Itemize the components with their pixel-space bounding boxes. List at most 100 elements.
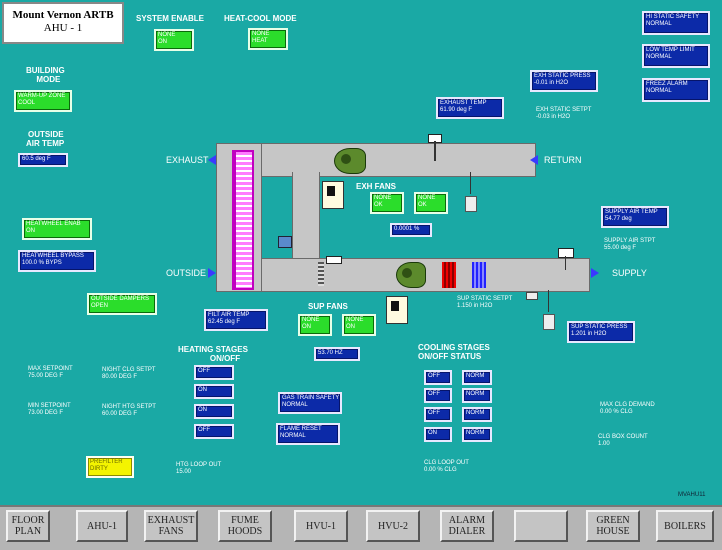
cooling-stage-4-onoff[interactable]: ON [424, 427, 452, 442]
return-sensor-line [470, 172, 471, 194]
filter-icon [318, 262, 324, 286]
supply-fan-vfd-screen [391, 301, 399, 311]
page-id: MVAHU11 [678, 492, 706, 498]
heatwheel-enable-button[interactable]: HEATWHEEL ENAB ON [22, 218, 92, 240]
htg-loop-out-value: HTG LOOP OUT 15.00 [176, 462, 222, 475]
heat-cool-mode-label: HEAT-COOL MODE [224, 14, 297, 23]
supply-fan-hub [402, 268, 412, 278]
night-htg-setpoint-value: NIGHT HTG SETPT 60.00 DEG F [102, 404, 156, 417]
exhaust-temp-value: EXHAUST TEMP 61.90 deg F [436, 97, 504, 119]
nav-blank[interactable] [514, 510, 568, 542]
sup-fan-frequency-value: 53.70 HZ [314, 347, 360, 361]
min-setpoint-value: MIN SETPOINT 73.00 DEG F [28, 403, 71, 416]
exh-fan-speed-value: 0.0001 % [390, 223, 432, 237]
exhaust-fan-hub [341, 154, 351, 164]
supply-arrow-icon [591, 268, 599, 278]
filter-temp-value: FILT AIR TEMP 62.45 deg F [204, 309, 268, 331]
flame-reset-value[interactable]: FLAME RESET NORMAL [276, 423, 340, 445]
sup-fan-1-button[interactable]: NONE ON [298, 314, 332, 336]
heating-stage-3[interactable]: ON [194, 404, 234, 419]
cooling-stage-1-status: NORM [462, 370, 492, 385]
exhaust-fan-vfd-screen [327, 186, 335, 196]
max-clg-demand-value: MAX CLG DEMAND 0.00 % CLG [600, 402, 655, 415]
nav-hvu-2[interactable]: HVU-2 [366, 510, 420, 542]
hi-static-safety-value: HI STATIC SAFETY NORMAL [642, 11, 710, 35]
exh-static-setpoint-value: EXH STATIC SETPT -0.03 in H2O [536, 107, 592, 120]
cooling-stage-2-onoff[interactable]: OFF [424, 388, 452, 403]
supply-air-setpoint-value: SUPPLY AIR STPT 55.00 deg F [604, 238, 656, 251]
cooling-stages-label: COOLING STAGES ON/OFF STATUS [418, 343, 490, 361]
gas-train-safety-value: GAS TRAIN SAFETY NORMAL [278, 392, 342, 414]
system-enable-button[interactable]: NONE ON [154, 29, 194, 51]
building-mode-label-2: MODE [36, 75, 61, 84]
building-mode-label-1: BUILDING [26, 66, 65, 75]
sup-static-press-value: SUP STATIC PRESS 1.201 in H2O [567, 321, 635, 343]
app-title: Mount Vernon ARTB [12, 9, 114, 21]
nav-exhaust-fans[interactable]: EXHAUST FANS [144, 510, 198, 542]
exh-fan-2-button[interactable]: NONE OK [414, 192, 448, 214]
cooling-stage-1-onoff[interactable]: OFF [424, 370, 452, 385]
exh-fans-label: EXH FANS [356, 182, 397, 191]
outside-air-label-1: OUTSIDE [28, 130, 64, 139]
outside-dampers-button[interactable]: OUTSIDE DAMPERS OPEN [87, 293, 157, 315]
nav-alarm-dialer[interactable]: ALARM DIALER [440, 510, 494, 542]
supply-temp-sensor-icon [558, 248, 574, 258]
outside-air-label-2: AIR TEMP [26, 139, 65, 148]
exhaust-label: EXHAUST [166, 155, 209, 165]
nav-hvu-1[interactable]: HVU-1 [294, 510, 348, 542]
exh-static-press-value: EXH STATIC PRESS -0.01 in H2O [530, 70, 598, 92]
freeze-alarm-value: FREEZ ALARM NORMAL [642, 78, 710, 102]
supply-sensor-box [543, 314, 555, 330]
cooling-stage-4-status: NORM [462, 427, 492, 442]
supply-label: SUPPLY [612, 268, 647, 278]
outside-air-temp-value: 60.5 deg F [18, 153, 68, 167]
nav-ahu-1[interactable]: AHU-1 [76, 510, 128, 542]
prefilter-status: PREFILTER DIRTY [86, 456, 134, 478]
cooling-stage-3-onoff[interactable]: OFF [424, 407, 452, 422]
building-mode-label: BUILDING MODE [26, 66, 65, 84]
cooling-stage-2-status: NORM [462, 388, 492, 403]
sup-fans-label: SUP FANS [308, 302, 348, 311]
low-temp-limit-value: LOW TEMP LIMIT NORMAL [642, 44, 710, 68]
return-sensor-box [465, 196, 477, 212]
max-setpoint-value: MAX SETPOINT 75.00 DEG F [28, 366, 73, 379]
supply-fan-icon [396, 262, 426, 288]
heatwheel-bypass-value[interactable]: HEATWHEEL BYPASS 100.0 % BYPS [18, 250, 96, 272]
sup-fan-2-button[interactable]: NONE ON [342, 314, 376, 336]
supply-static-sensor [526, 292, 538, 300]
nav-floor-plan[interactable]: FLOOR PLAN [6, 510, 50, 542]
nav-green-house[interactable]: GREEN HOUSE [586, 510, 640, 542]
supply-air-temp-value: SUPPLY AIR TEMP 54.77 deg [601, 206, 669, 228]
heat-cool-mode-button[interactable]: NONE HEAT [248, 28, 288, 50]
heating-stage-2[interactable]: ON [194, 384, 234, 399]
heating-stage-4[interactable]: OFF [194, 424, 234, 439]
return-duct [216, 143, 536, 177]
title-box: Mount Vernon ARTB AHU - 1 [2, 2, 124, 44]
heating-stages-label: HEATING STAGES ON/OFF [178, 345, 248, 363]
supply-damper-icon [326, 256, 342, 264]
heating-stage-1[interactable]: OFF [194, 365, 234, 380]
heat-wheel-frame [232, 150, 236, 290]
clg-box-count-value: CLG BOX COUNT 1.00 [598, 434, 648, 447]
heating-stages-label-2: ON/OFF [209, 354, 241, 363]
cooling-coil-icon [472, 262, 486, 288]
return-label: RETURN [544, 155, 582, 165]
nav-boilers[interactable]: BOILERS [656, 510, 714, 542]
system-enable-label: SYSTEM ENABLE [136, 14, 205, 23]
unit-title: AHU - 1 [43, 22, 83, 34]
heat-wheel-motor [278, 236, 292, 248]
supply-temp-probe [565, 256, 566, 270]
nav-fume-hoods[interactable]: FUME HOODS [218, 510, 272, 542]
night-clg-setpoint-value: NIGHT CLG SETPT 80.00 DEG F [102, 367, 156, 380]
heating-coil-icon [442, 262, 456, 288]
cooling-stages-label-1: COOLING STAGES [418, 343, 490, 352]
vertical-duct [292, 172, 320, 264]
outside-air-temp-label: OUTSIDE AIR TEMP [26, 130, 64, 148]
exh-fan-1-button[interactable]: NONE OK [370, 192, 404, 214]
building-mode-button[interactable]: WARM-UP ZONE COOL [14, 90, 72, 112]
clg-loop-out-value: CLG LOOP OUT 0.00 % CLG [424, 460, 469, 473]
cooling-stages-label-2: ON/OFF STATUS [418, 352, 482, 361]
supply-sensor-line [548, 290, 549, 312]
return-arrow-icon [530, 155, 538, 165]
outside-label: OUTSIDE [166, 268, 207, 278]
